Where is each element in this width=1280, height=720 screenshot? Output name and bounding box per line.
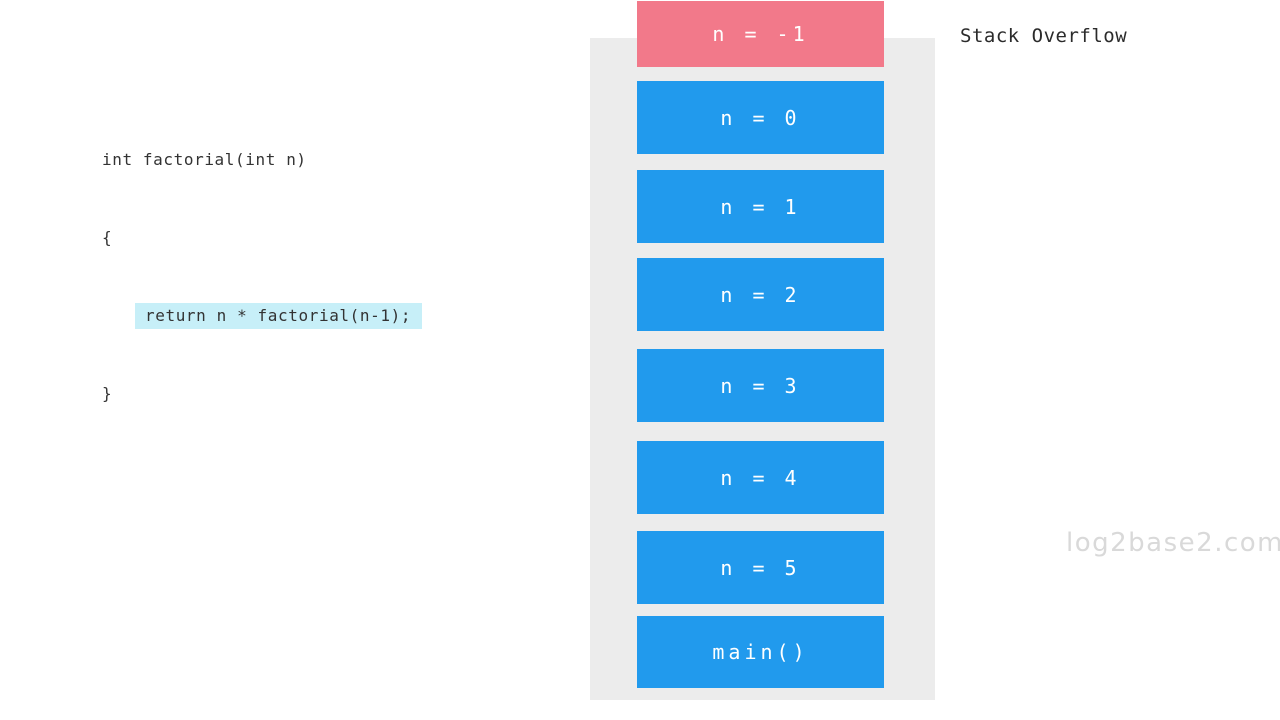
code-line-close-brace: } [102,384,113,403]
code-highlight: return n * factorial(n-1); [135,303,423,329]
site-watermark: log2base2.com [1066,528,1280,558]
code-line-signature: int factorial(int n) [102,150,307,169]
stack-overflow-caption: Stack Overflow [960,25,1128,47]
stack-frame-n-1: n = 1 [637,170,884,243]
stack-frame-n-minus-1: n = -1 [637,1,884,67]
stack-frame-n-2: n = 2 [637,258,884,331]
code-line-return: return n * factorial(n-1); [102,303,423,329]
stack-frame-n-5: n = 5 [637,531,884,604]
code-block: int factorial(int n) { return n * factor… [102,95,423,433]
stack-frame-main: main() [637,616,884,688]
stack-frame-n-3: n = 3 [637,349,884,422]
code-line-open-brace: { [102,228,113,247]
stack-frame-n-4: n = 4 [637,441,884,514]
stack-frame-n-0: n = 0 [637,81,884,154]
